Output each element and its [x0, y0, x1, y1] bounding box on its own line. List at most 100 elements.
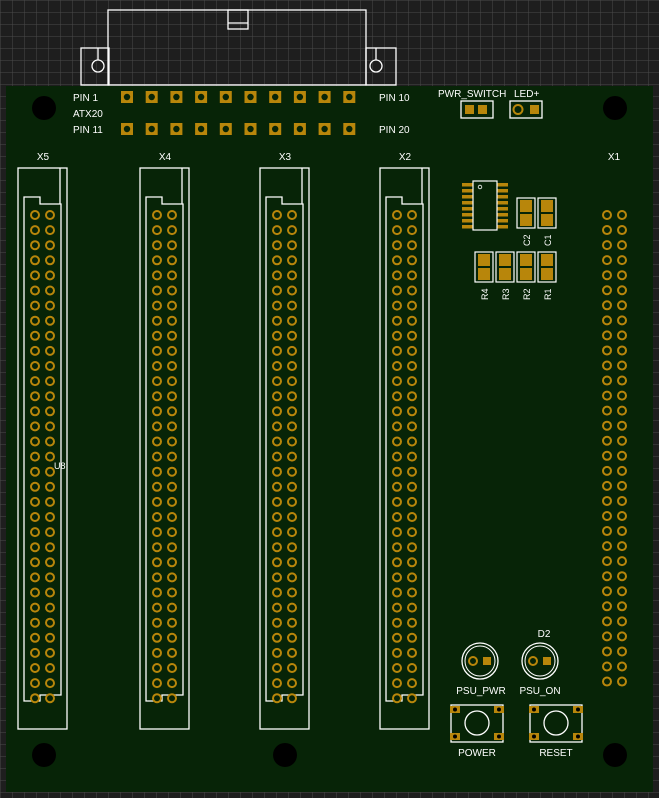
- slot-pin: [287, 693, 297, 704]
- slot-pin: [152, 466, 162, 477]
- slot-pin: [407, 436, 417, 447]
- slot-pin: [287, 602, 297, 613]
- slot-label: X4: [159, 152, 172, 163]
- slot-pin: [287, 240, 297, 251]
- led-designator: D2: [538, 629, 551, 640]
- slot-pin: [30, 678, 40, 689]
- slot-pin: [30, 225, 40, 236]
- slot-pin: [392, 300, 402, 311]
- x1-pin: [617, 420, 627, 431]
- slot-pin: [45, 557, 55, 568]
- slot-pin: [167, 557, 177, 568]
- slot-pin: [392, 255, 402, 266]
- slot-pin: [45, 406, 55, 417]
- x1-pin: [617, 571, 627, 582]
- slot-pin: [272, 270, 282, 281]
- resistor-r2: R2: [516, 251, 536, 300]
- slot-marker-label: U8: [54, 461, 66, 471]
- x1-pin: [602, 405, 612, 416]
- slot-pin: [152, 330, 162, 341]
- slot-pin: [272, 436, 282, 447]
- x1-pin: [602, 270, 612, 281]
- slot-pin: [167, 436, 177, 447]
- slot-pin: [167, 527, 177, 538]
- x1-pin: [617, 360, 627, 371]
- slot-pin: [392, 451, 402, 462]
- x1-pin: [602, 360, 612, 371]
- slot-pin: [30, 376, 40, 387]
- slot-label: X5: [37, 152, 50, 163]
- slot-pin: [152, 527, 162, 538]
- slot-pin: [287, 512, 297, 522]
- slot-pin: [45, 330, 55, 341]
- slot-pin: [272, 466, 282, 477]
- slot-pin: [287, 587, 297, 598]
- x1-pin: [602, 420, 612, 431]
- slot-pin: [45, 647, 55, 658]
- slot-pin: [287, 225, 297, 236]
- x1-pin: [617, 210, 627, 220]
- slot-pin: [272, 300, 282, 311]
- slot-pin: [287, 391, 297, 402]
- slot-pin: [167, 466, 177, 477]
- slot-pin: [167, 255, 177, 266]
- slot-pin: [152, 285, 162, 296]
- slot-pin: [407, 345, 417, 356]
- reset-button[interactable]: RESET: [529, 704, 583, 759]
- slot-pin: [30, 345, 40, 356]
- slot-pin: [392, 391, 402, 402]
- slot-pin: [30, 527, 40, 538]
- resistor-label: R2: [522, 288, 532, 300]
- x1-pin: [617, 300, 627, 311]
- slot-pin: [45, 617, 55, 628]
- x1-pin: [617, 330, 627, 341]
- slot-pin: [167, 481, 177, 492]
- slot-pin: [30, 693, 40, 704]
- slot-pin: [407, 285, 417, 296]
- slot-pin: [152, 436, 162, 447]
- slot-pin: [167, 542, 177, 553]
- atx-pin10-label: PIN 10: [379, 93, 410, 104]
- slot-pin: [287, 527, 297, 538]
- slot-pin: [272, 255, 282, 266]
- x1-pin: [617, 556, 627, 567]
- power-button[interactable]: POWER: [450, 704, 504, 759]
- x1-pin: [602, 541, 612, 552]
- slot-pin: [30, 481, 40, 492]
- slot-pin: [272, 527, 282, 538]
- slot-pin: [30, 436, 40, 447]
- slot-pin: [392, 315, 402, 326]
- x1-pin: [602, 345, 612, 356]
- slot-pin: [407, 481, 417, 492]
- slot-pin: [272, 406, 282, 417]
- slot-pin: [287, 361, 297, 371]
- slot-pin: [45, 315, 55, 326]
- slot-pin: [287, 300, 297, 311]
- slot-pin: [30, 496, 40, 507]
- slot-pin: [407, 270, 417, 281]
- power-button-label: POWER: [458, 748, 496, 759]
- slot-pin: [152, 617, 162, 628]
- slot-pin: [167, 678, 177, 689]
- x1-pin: [617, 661, 627, 672]
- x1-pin: [617, 465, 627, 476]
- slot-pin: [272, 572, 282, 583]
- atx-name-label: ATX20: [73, 109, 103, 120]
- led-plus-header: [509, 100, 543, 119]
- slot-pin: [407, 406, 417, 417]
- x1-pin: [617, 631, 627, 642]
- slot-pin: [167, 240, 177, 251]
- slot-pin: [45, 210, 55, 220]
- slot-pin: [392, 557, 402, 568]
- slot-pin: [152, 572, 162, 583]
- x1-pin: [617, 285, 627, 296]
- slot-pin: [30, 632, 40, 643]
- slot-pin: [272, 663, 282, 673]
- slot-pin: [30, 406, 40, 417]
- x1-pin: [617, 270, 627, 281]
- slot-pin: [272, 210, 282, 220]
- x1-pin: [617, 390, 627, 401]
- x1-pin: [602, 526, 612, 537]
- slot-label: X2: [399, 152, 412, 163]
- slot-pin: [30, 255, 40, 266]
